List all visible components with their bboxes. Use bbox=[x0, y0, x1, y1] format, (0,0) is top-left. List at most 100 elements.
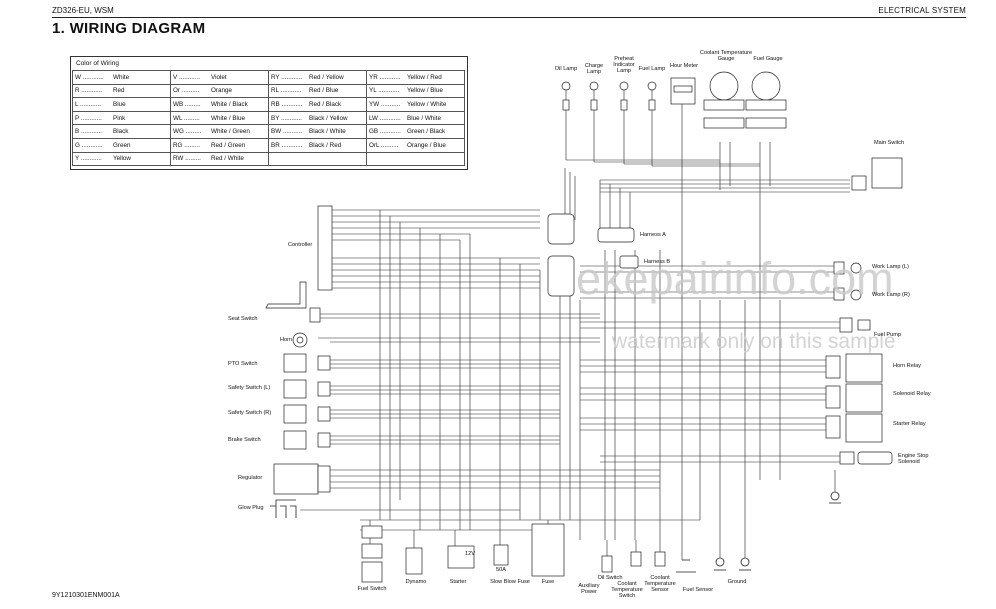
label-dynamo: Dynamo bbox=[405, 579, 427, 585]
label-safety-switch-l: Safety Switch (L) bbox=[228, 385, 271, 391]
wire-color-name: Orange bbox=[211, 87, 233, 95]
label-work-lamp-r: Work Lamp (R) bbox=[872, 292, 910, 298]
label-seat-switch: Seat Switch bbox=[228, 316, 258, 322]
wire-color-name: Black bbox=[113, 128, 129, 136]
wire-color-name: Green bbox=[113, 141, 131, 149]
wire-color-code: L ............ bbox=[75, 100, 102, 108]
wire-color-name: White / Green bbox=[211, 128, 250, 136]
wire-color-name: Black / Yellow bbox=[309, 114, 348, 122]
label-slow-blow-fuse: Slow Blow Fuse bbox=[490, 579, 530, 585]
wire-color-code: B ............ bbox=[75, 128, 102, 136]
figure-code: 9Y1210301ENM001A bbox=[52, 592, 120, 599]
label-fuel-lamp: Fuel Lamp bbox=[638, 66, 666, 72]
wire-color-cell: RW .........Red / White bbox=[170, 151, 269, 167]
wire-color-code: BR ............ bbox=[271, 141, 303, 149]
label-coolant-temperature-sensor: Coolant Temperature Sensor bbox=[644, 575, 676, 593]
wire-color-name: White bbox=[113, 73, 130, 81]
wire-color-legend-caption: Color of Wiring bbox=[76, 60, 119, 67]
label-battery-voltage: 12V bbox=[465, 551, 475, 557]
label-harness-a: Harness A bbox=[640, 232, 666, 238]
wire-color-legend bbox=[70, 56, 468, 170]
label-oil-switch: Oil Switch bbox=[597, 575, 623, 581]
wire-color-name: Black / Red bbox=[309, 141, 342, 149]
label-work-lamp-l: Work Lamp (L) bbox=[872, 264, 909, 270]
label-charge-lamp: Charge Lamp bbox=[584, 63, 604, 75]
label-auxiliary-power: Auxiliary Power bbox=[578, 583, 600, 595]
wire-color-code: YL ............ bbox=[369, 87, 400, 95]
wire-color-row: G ............ Green RG ......... Red / Gre… bbox=[72, 137, 465, 153]
wire-color-code: W ............ bbox=[75, 73, 104, 81]
wire-color-code: YW ........... bbox=[369, 100, 401, 108]
wire-color-code: RY ............ bbox=[271, 73, 303, 81]
seat-icon bbox=[265, 281, 307, 309]
wire-color-cell bbox=[366, 151, 465, 167]
label-starter-relay: Starter Relay bbox=[893, 421, 926, 427]
wire-color-name: Pink bbox=[113, 114, 126, 122]
wire-color-code: GB ............ bbox=[369, 128, 401, 136]
label-fuel-sensor: Fuel Sensor bbox=[682, 587, 714, 593]
watermark-sample: watermark only on this sample bbox=[611, 330, 896, 353]
wire-color-row: R ............ Red Or .......... Orange RL .… bbox=[72, 83, 465, 99]
wire-color-code: R ............ bbox=[75, 87, 103, 95]
wire-color-cell: Y ............ Yellow bbox=[72, 151, 171, 167]
ground-symbols bbox=[676, 491, 841, 573]
wire-color-name: Red / Yellow bbox=[309, 73, 344, 81]
wire-color-name: Yellow / Red bbox=[407, 73, 442, 81]
wire-color-code: WG ......... bbox=[173, 128, 202, 136]
label-glow-plug: Glow Plug bbox=[238, 505, 264, 511]
wire-color-name: Red / Green bbox=[211, 141, 246, 149]
label-fuse: Fuse bbox=[541, 579, 555, 585]
section-title: ELECTRICAL SYSTEM bbox=[878, 6, 966, 15]
wire-color-code: LW ............ bbox=[369, 114, 401, 122]
label-engine-stop-solenoid: Engine Stop Solenoid bbox=[898, 453, 929, 465]
label-safety-switch-r: Safety Switch (R) bbox=[228, 410, 272, 416]
label-fuse-rating: 50A bbox=[496, 567, 506, 573]
wire-color-name: Green / Black bbox=[407, 128, 446, 136]
label-harness-b: Harness B bbox=[644, 259, 671, 265]
wire-color-code: WL ......... bbox=[173, 114, 200, 122]
wire-color-row: L ............ Blue WB ......... White / Bl… bbox=[72, 97, 465, 112]
label-fuel-switch: Fuel Switch bbox=[357, 586, 387, 592]
wire-color-code: BY ............ bbox=[271, 114, 303, 122]
wire-color-code: RB ............ bbox=[271, 100, 303, 108]
wire-color-name: Yellow bbox=[113, 155, 131, 163]
label-pto-switch: PTO Switch bbox=[228, 361, 258, 367]
page-title: 1. WIRING DIAGRAM bbox=[52, 20, 206, 37]
wire-color-code: Y ............ bbox=[75, 155, 102, 163]
wire-color-name: Red bbox=[113, 87, 125, 95]
wire-color-cell: OrL .......... Orange / Blue bbox=[366, 137, 465, 153]
wire-color-name: Orange / Blue bbox=[407, 141, 446, 149]
wire-color-code: WB ......... bbox=[173, 100, 201, 108]
label-regulator: Regulator bbox=[238, 475, 263, 481]
label-starter: Starter bbox=[449, 579, 467, 585]
label-solenoid-relay: Solenoid Relay bbox=[893, 391, 931, 397]
wire-color-name: Blue bbox=[113, 100, 126, 108]
wire-color-code: V ............ bbox=[173, 73, 200, 81]
document-code: ZD326-EU, WSM bbox=[52, 6, 114, 15]
label-main-switch: Main Switch bbox=[874, 140, 905, 146]
wire-color-row: Y ............ Yellow RW .........Red / Wh… bbox=[72, 151, 465, 167]
wire-color-code: G ............ bbox=[75, 141, 103, 149]
watermark-site: ekepairinfo.com bbox=[576, 253, 894, 304]
header-rule bbox=[52, 17, 966, 18]
wire-color-name: Blue / White bbox=[407, 114, 441, 122]
label-coolant-temperature-gauge: Coolant Temperature Gauge bbox=[699, 50, 753, 62]
wire-color-code: RG ......... bbox=[173, 141, 200, 149]
wire-color-code: RL ............ bbox=[271, 87, 302, 95]
label-oil-lamp: Oil Lamp bbox=[554, 66, 578, 72]
wire-color-name: Violet bbox=[211, 73, 227, 81]
wire-color-name: Red / White bbox=[211, 155, 244, 163]
wire-color-name: Black / White bbox=[309, 128, 346, 136]
glow-plug-symbol bbox=[270, 499, 297, 518]
label-horn-relay: Horn Relay bbox=[893, 363, 921, 369]
label-preheat-indicator-lamp: Preheat Indicator Lamp bbox=[613, 56, 635, 74]
wire-color-code: OrL .......... bbox=[369, 141, 399, 149]
label-hour-meter: Hour Meter bbox=[670, 63, 698, 69]
wire-color-name: White / Black bbox=[211, 100, 248, 108]
wire-color-name: Red / Black bbox=[309, 100, 342, 108]
wire-color-name: White / Blue bbox=[211, 114, 245, 122]
wire-color-code: Or .......... bbox=[173, 87, 200, 95]
wire-color-code: YR ............ bbox=[369, 73, 401, 81]
